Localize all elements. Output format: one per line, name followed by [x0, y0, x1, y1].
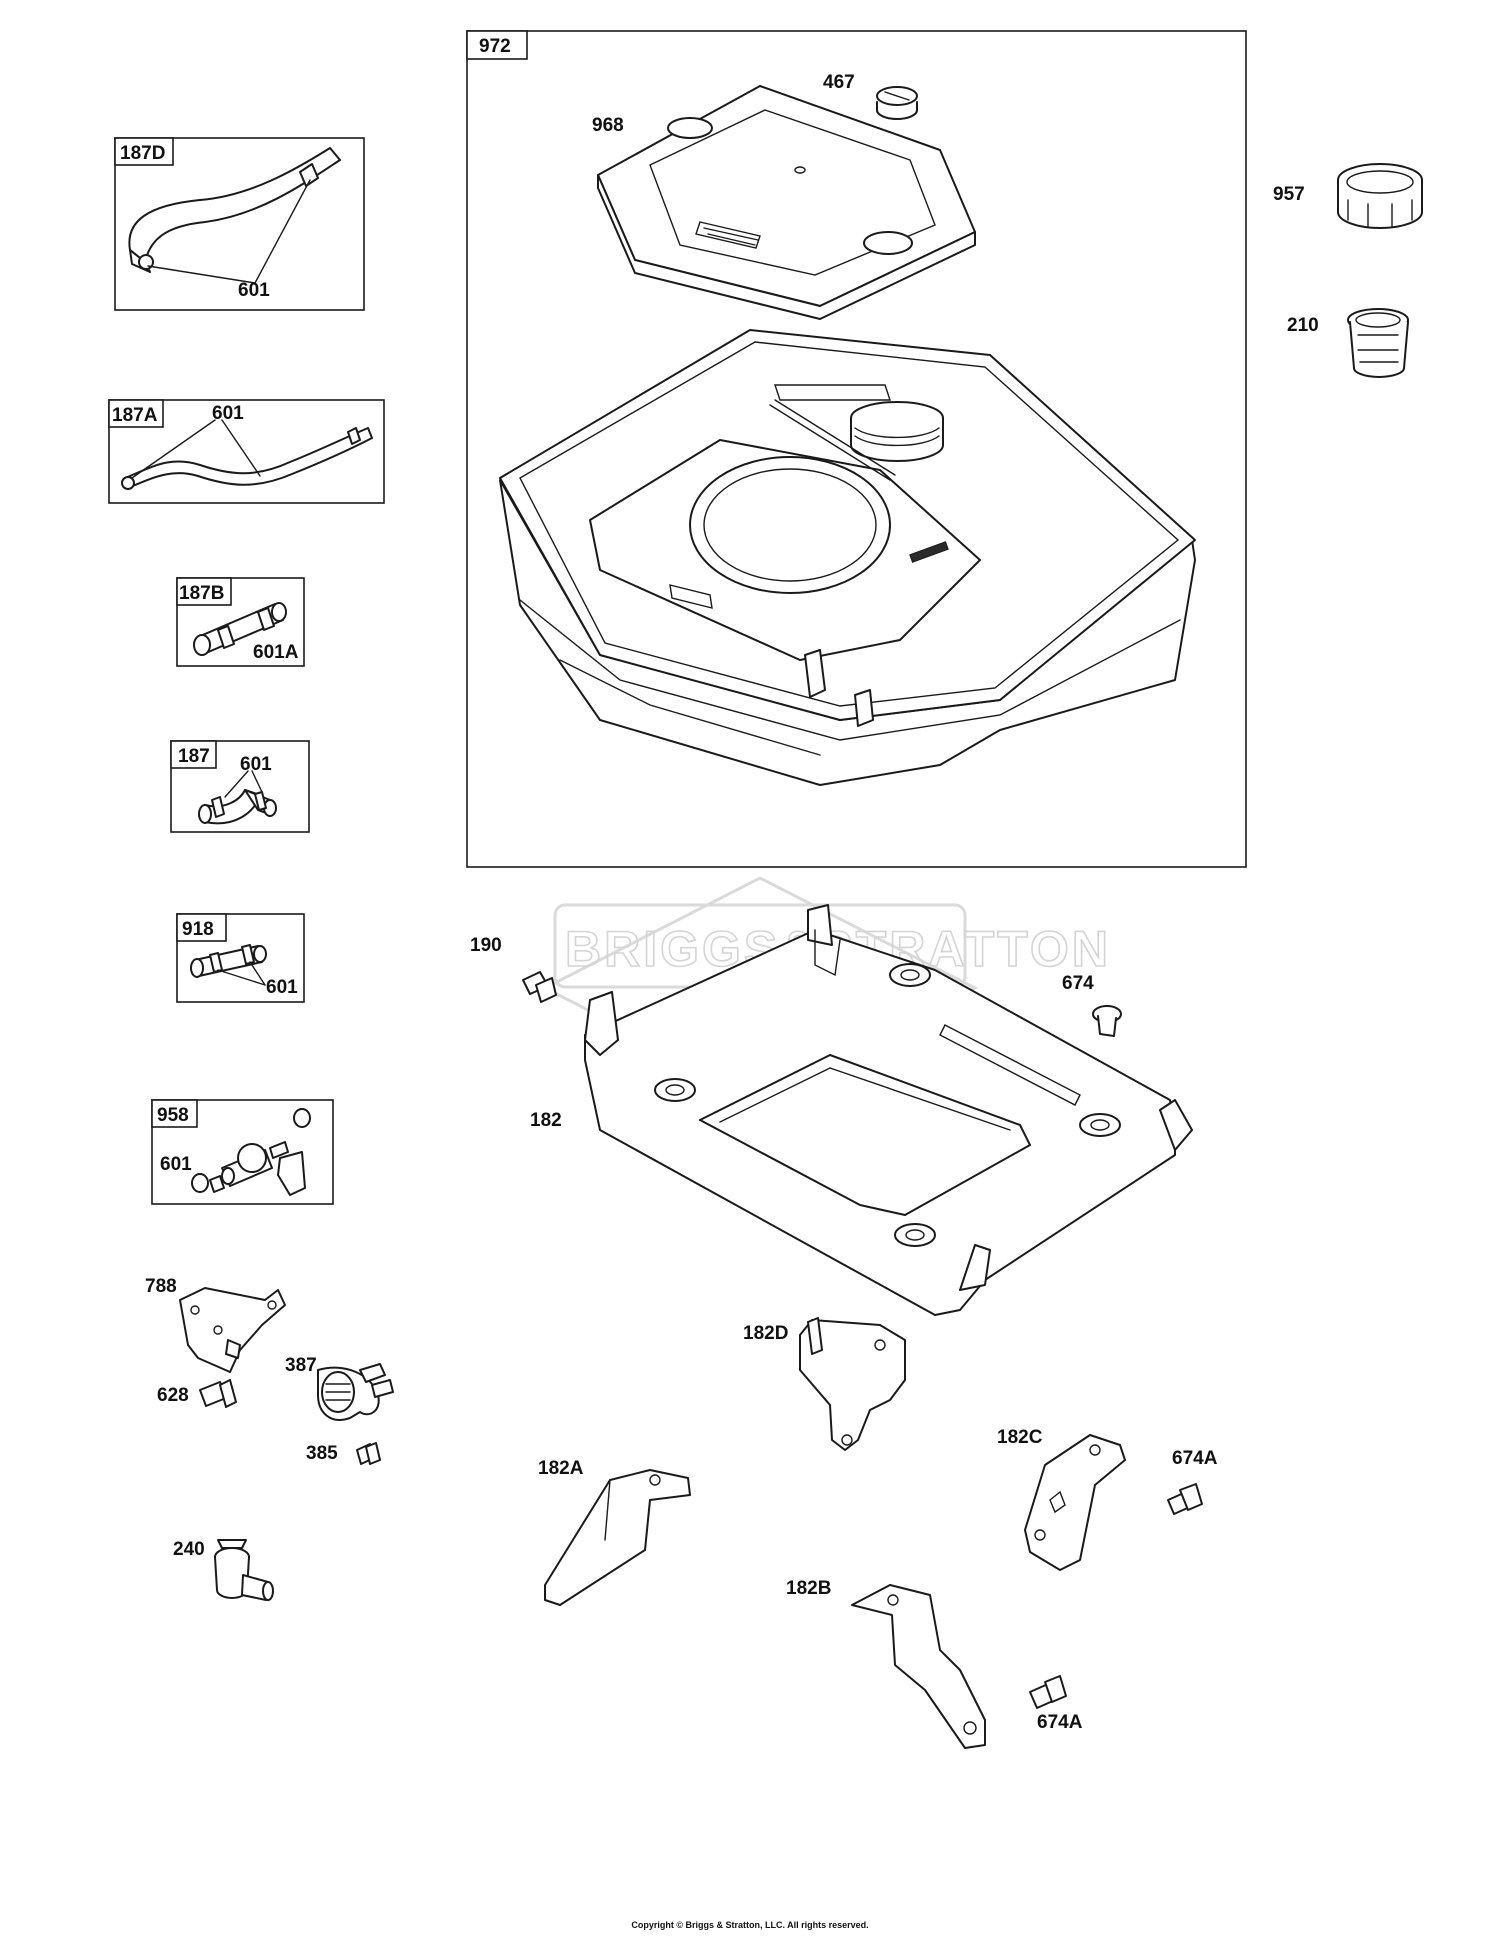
- part-210-filter: [1347, 308, 1409, 378]
- part-182B-bracket: [851, 1584, 986, 1749]
- part-187A-hose: [121, 427, 373, 490]
- label-187A-601: 601: [212, 403, 244, 424]
- label-674A-1: 674A: [1172, 1448, 1218, 1469]
- copyright-notice: Copyright © Briggs & Stratton, LLC. All …: [631, 1920, 869, 1930]
- part-182C-bracket: [1024, 1434, 1126, 1571]
- label-674: 674: [1062, 973, 1094, 994]
- part-788-bracket: [179, 1287, 286, 1373]
- label-187-601: 601: [240, 754, 272, 775]
- part-190-bolt: [522, 971, 557, 1003]
- label-387: 387: [285, 1355, 317, 1376]
- part-182A-bracket: [544, 1469, 691, 1606]
- part-972-fuel-tank: [499, 329, 1196, 786]
- group-918: 918 601: [176, 913, 305, 1003]
- label-187A: 187A: [112, 405, 158, 426]
- label-788: 788: [145, 1276, 177, 1297]
- part-957-ring: [1337, 163, 1423, 229]
- label-187B-601A: 601A: [253, 642, 299, 663]
- label-187D: 187D: [120, 143, 165, 164]
- label-628: 628: [157, 1385, 189, 1406]
- part-674-bolt: [1092, 1005, 1122, 1037]
- label-918-601: 601: [266, 977, 298, 998]
- part-674A-bolt-2: [1029, 1675, 1067, 1709]
- label-240: 240: [173, 1539, 205, 1560]
- group-187A: 187A 601: [108, 399, 385, 504]
- label-182: 182: [530, 1110, 562, 1131]
- label-957: 957: [1273, 184, 1305, 205]
- group-972: 972 968 467: [466, 30, 1247, 868]
- part-958-valve: [191, 1108, 311, 1196]
- part-182D-bracket: [799, 1317, 906, 1451]
- label-972: 972: [479, 36, 511, 57]
- part-968-tank-cover: [597, 85, 976, 320]
- group-187: 187 601: [170, 740, 310, 833]
- part-628-bolt: [199, 1379, 237, 1408]
- part-918-hose: [190, 944, 267, 978]
- label-210: 210: [1287, 315, 1319, 336]
- part-187-elbow: [198, 789, 277, 825]
- part-187D-hose: [128, 147, 341, 273]
- label-968: 968: [592, 115, 624, 136]
- label-918: 918: [182, 919, 214, 940]
- group-958: 958 601: [151, 1099, 334, 1205]
- label-190: 190: [470, 935, 502, 956]
- part-387-pump: [317, 1363, 394, 1421]
- label-182B: 182B: [786, 1578, 831, 1599]
- part-467-cap: [876, 86, 918, 120]
- part-240-valve: [214, 1539, 274, 1601]
- label-674A-2: 674A: [1037, 1712, 1083, 1733]
- group-187D: 187D 601: [114, 137, 365, 311]
- label-182C: 182C: [997, 1427, 1043, 1448]
- group-187B: 187B 601A: [176, 577, 305, 667]
- label-958: 958: [157, 1105, 189, 1126]
- label-385: 385: [306, 1443, 338, 1464]
- part-385-screw: [356, 1442, 381, 1465]
- part-674A-bolt-1: [1167, 1483, 1203, 1515]
- label-187D-601: 601: [238, 280, 270, 301]
- label-182A: 182A: [538, 1458, 584, 1479]
- label-187: 187: [178, 746, 210, 767]
- label-187B: 187B: [179, 583, 224, 604]
- part-187B-hose: [193, 602, 287, 656]
- label-182D: 182D: [743, 1323, 788, 1344]
- part-182-frame: [584, 904, 1193, 1316]
- label-958-601: 601: [160, 1154, 192, 1175]
- label-467: 467: [823, 72, 855, 93]
